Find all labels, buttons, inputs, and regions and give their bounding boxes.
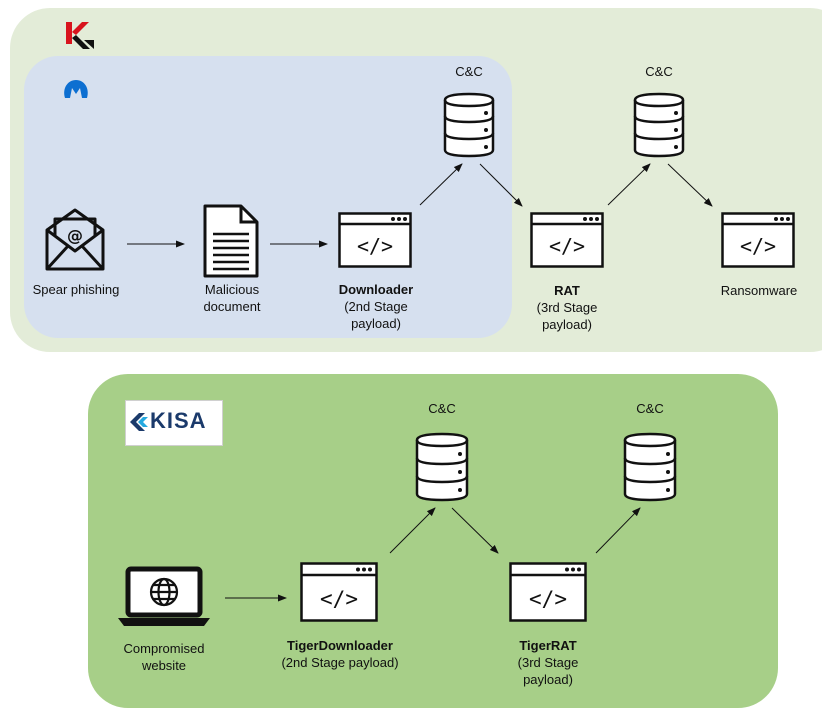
malicious-document-label: Malicious document: [203, 282, 261, 314]
envelope-icon: @: [45, 208, 105, 271]
downloader-code-icon: </>: [338, 212, 412, 268]
cc-database-icon: [443, 92, 495, 158]
malwarebytes-logo-icon: [64, 80, 88, 98]
rat-code-icon: </>: [530, 212, 604, 268]
kisa-wordmark: KISA: [150, 408, 207, 433]
kaspersky-logo-icon: [66, 22, 94, 49]
cc-database-icon: [623, 432, 677, 502]
downloader-subtitle: (2nd Stage payload): [344, 299, 408, 331]
svg-text:@: @: [67, 226, 83, 245]
rat-subtitle: (3rd Stage payload): [536, 300, 598, 332]
document-icon: [203, 204, 259, 278]
svg-text:</>: </>: [320, 587, 358, 611]
cc-label: C&C: [636, 401, 664, 416]
tigerdownloader-title: TigerDownloader: [287, 638, 393, 653]
cc-database-icon: [633, 92, 685, 158]
svg-text:</>: </>: [549, 234, 585, 258]
ransomware-code-icon: </>: [721, 212, 795, 268]
malwarebytes-panel: [24, 56, 512, 338]
svg-text:</>: </>: [529, 587, 567, 611]
tigerrat-title: TigerRAT: [519, 638, 577, 653]
kisa-logo: KISA: [125, 400, 223, 446]
cc-label: C&C: [428, 401, 456, 416]
ransomware-label: Ransomware: [720, 283, 798, 298]
cc-label: C&C: [455, 64, 483, 79]
downloader-title: Downloader: [338, 282, 414, 297]
svg-text:</>: </>: [740, 234, 776, 258]
compromised-website-label: Compromised website: [123, 641, 205, 673]
rat-title: RAT: [554, 283, 580, 298]
tigerdownloader-code-icon: </>: [300, 562, 378, 622]
laptop-globe-icon: [118, 566, 210, 626]
tigerdownloader-subtitle: (2nd Stage payload): [281, 655, 399, 670]
tigerrat-code-icon: </>: [509, 562, 587, 622]
tigerrat-subtitle: (3rd Stage payload): [517, 655, 579, 687]
cc-database-icon: [415, 432, 469, 502]
svg-text:</>: </>: [357, 234, 393, 258]
cc-label: C&C: [645, 64, 673, 79]
kisa-mark-icon: [130, 413, 148, 431]
spear-phishing-label: Spear phishing: [32, 282, 120, 297]
